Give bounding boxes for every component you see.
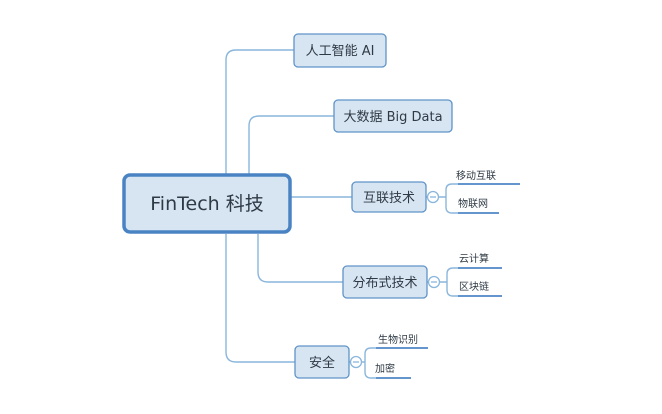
connector-distributed [257, 234, 343, 283]
leaf-node-iot[interactable]: 物联网 [458, 197, 499, 214]
collapse-toggle-distributed[interactable] [427, 275, 441, 289]
branch-connectors [225, 49, 352, 363]
branch-node-security[interactable]: 安全 [294, 345, 350, 379]
leaf-node-biometrics-label: 生物识别 [378, 333, 418, 346]
leaf-node-encryption-label: 加密 [375, 362, 395, 375]
root-node-label: FinTech 科技 [150, 193, 263, 215]
branch-node-bigdata-label: 大数据 Big Data [343, 110, 442, 125]
connector-ai [225, 49, 295, 175]
branch-node-bigdata[interactable]: 大数据 Big Data [333, 99, 453, 133]
root-node[interactable]: FinTech 科技 [122, 173, 292, 234]
leaf-node-blockchain-label: 区块链 [459, 280, 489, 293]
leaf-node-mobile-internet[interactable]: 移动互联 [456, 169, 520, 185]
connector-bigdata [248, 115, 334, 175]
branch-node-distributed[interactable]: 分布式技术 [342, 265, 428, 299]
leaf-node-biometrics[interactable]: 生物识别 [376, 333, 428, 349]
collapse-toggles [349, 190, 441, 369]
branch-node-distributed-label: 分布式技术 [352, 276, 417, 291]
leaf-node-cloud-computing-label: 云计算 [459, 252, 489, 265]
leaf-node-mobile-internet-label: 移动互联 [456, 169, 496, 182]
collapse-toggle-internet[interactable] [426, 190, 440, 204]
connector-security [225, 234, 295, 363]
branch-node-security-label: 安全 [309, 355, 335, 371]
leaf-node-encryption[interactable]: 加密 [375, 362, 411, 379]
leaf-node-iot-label: 物联网 [458, 197, 488, 210]
leaf-node-blockchain[interactable]: 区块链 [458, 280, 502, 297]
leaf-node-cloud-computing[interactable]: 云计算 [458, 252, 502, 269]
branch-node-ai-label: 人工智能 AI [306, 44, 375, 59]
branch-node-internet[interactable]: 互联技术 [351, 181, 427, 213]
branch-node-ai[interactable]: 人工智能 AI [293, 33, 387, 68]
collapse-toggle-security[interactable] [349, 355, 363, 369]
branch-node-internet-label: 互联技术 [363, 191, 415, 206]
